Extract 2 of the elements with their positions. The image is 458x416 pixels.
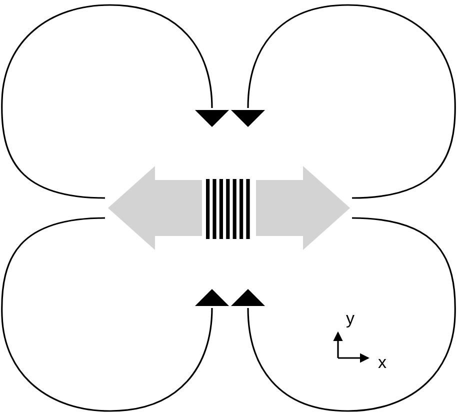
axis-label: x [378,354,386,371]
axis-label: y [346,310,354,327]
